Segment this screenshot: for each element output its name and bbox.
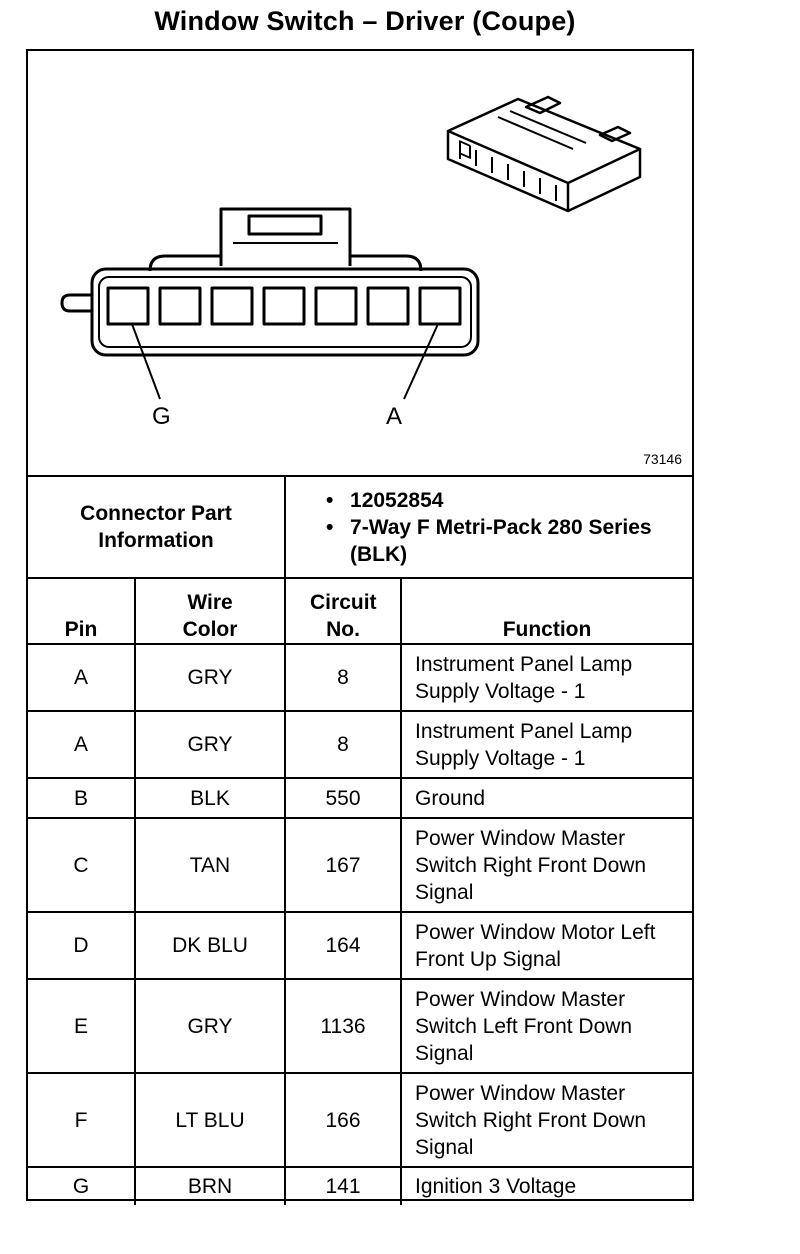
cavity-a: [418, 286, 462, 326]
cavity-b: [366, 286, 410, 326]
row-wire-color: GRY: [133, 643, 287, 712]
row-wire-color: BLK: [133, 777, 287, 819]
row-wire-color: GRY: [133, 978, 287, 1074]
row-wire-color: DK BLU: [133, 911, 287, 980]
cavity-e: [210, 286, 254, 326]
row-function: Instrument Panel Lamp Supply Voltage - 1: [400, 643, 693, 712]
row-pin: D: [28, 911, 136, 980]
cavity-g: [106, 286, 150, 326]
table-row: A GRY 8 Instrument Panel Lamp Supply Vol…: [28, 710, 693, 779]
row-function: Power Window Master Switch Right Front D…: [400, 1072, 693, 1168]
row-function: Ground: [400, 777, 693, 819]
row-circuit: 166: [284, 1072, 403, 1168]
connector-info-values: 12052854 7-Way F Metri-Pack 280 Series (…: [284, 475, 693, 579]
row-pin: A: [28, 643, 136, 712]
connector-isometric-view: [446, 95, 642, 213]
leader-line-g: [131, 323, 161, 400]
row-pin: C: [28, 817, 136, 913]
table-header-row: Pin Wire Color Circuit No. Function: [28, 577, 693, 645]
pin-label-a: A: [386, 403, 403, 430]
table-row: A GRY 8 Instrument Panel Lamp Supply Vol…: [28, 643, 693, 712]
row-function: Ignition 3 Voltage: [400, 1166, 693, 1205]
row-circuit: 164: [284, 911, 403, 980]
connector-cavities: [106, 286, 462, 326]
table-row: C TAN 167 Power Window Master Switch Rig…: [28, 817, 693, 913]
row-function: Power Window Master Switch Left Front Do…: [400, 978, 693, 1074]
pin-label-g: G: [152, 403, 171, 430]
row-circuit: 550: [284, 777, 403, 819]
connector-info-list: 12052854 7-Way F Metri-Pack 280 Series (…: [326, 487, 692, 568]
header-circuit: Circuit No.: [284, 577, 403, 645]
connector-drawing: [60, 95, 642, 400]
row-pin: B: [28, 777, 136, 819]
header-function: Function: [400, 577, 693, 645]
row-pin: F: [28, 1072, 136, 1168]
connector-info-row: Connector Part Information 12052854 7-Wa…: [28, 475, 693, 579]
row-circuit: 141: [284, 1166, 403, 1205]
row-function: Instrument Panel Lamp Supply Voltage - 1: [400, 710, 693, 779]
row-pin: E: [28, 978, 136, 1074]
connector-info-label: Connector Part Information: [28, 475, 287, 579]
row-function: Power Window Master Switch Right Front D…: [400, 817, 693, 913]
row-function: Power Window Motor Left Front Up Signal: [400, 911, 693, 980]
connector-key-tab: [60, 293, 92, 313]
table-row: B BLK 550 Ground: [28, 777, 693, 819]
row-circuit: 8: [284, 643, 403, 712]
connector-description: 7-Way F Metri-Pack 280 Series (BLK): [326, 514, 692, 568]
row-wire-color: BRN: [133, 1166, 287, 1205]
figure-number: 73146: [643, 451, 682, 467]
table-row: E GRY 1136 Power Window Master Switch Le…: [28, 978, 693, 1074]
row-circuit: 8: [284, 710, 403, 779]
header-wire-color: Wire Color: [133, 577, 287, 645]
row-pin: A: [28, 710, 136, 779]
leader-line-a: [403, 323, 439, 400]
row-wire-color: LT BLU: [133, 1072, 287, 1168]
row-pin: G: [28, 1166, 136, 1205]
row-wire-color: TAN: [133, 817, 287, 913]
connector-figure: G A 73146: [28, 51, 692, 475]
row-circuit: 1136: [284, 978, 403, 1074]
header-pin: Pin: [28, 577, 136, 645]
connector-latch-slot: [247, 214, 323, 236]
table-row: F LT BLU 166 Power Window Master Switch …: [28, 1072, 693, 1168]
row-circuit: 167: [284, 817, 403, 913]
row-wire-color: GRY: [133, 710, 287, 779]
pinout-table: Connector Part Information 12052854 7-Wa…: [28, 475, 693, 1205]
cavity-f: [158, 286, 202, 326]
table-row: D DK BLU 164 Power Window Motor Left Fro…: [28, 911, 693, 980]
cavity-c: [314, 286, 358, 326]
connector-body-inner: [98, 276, 472, 348]
table-row: G BRN 141 Ignition 3 Voltage: [28, 1166, 693, 1205]
connector-latch: [219, 207, 352, 266]
connector-sheet: G A 73146 Connector Part Information 120…: [26, 49, 694, 1205]
page-title: Window Switch – Driver (Coupe): [154, 6, 576, 36]
connector-part-number: 12052854: [326, 487, 692, 514]
cavity-d: [262, 286, 306, 326]
